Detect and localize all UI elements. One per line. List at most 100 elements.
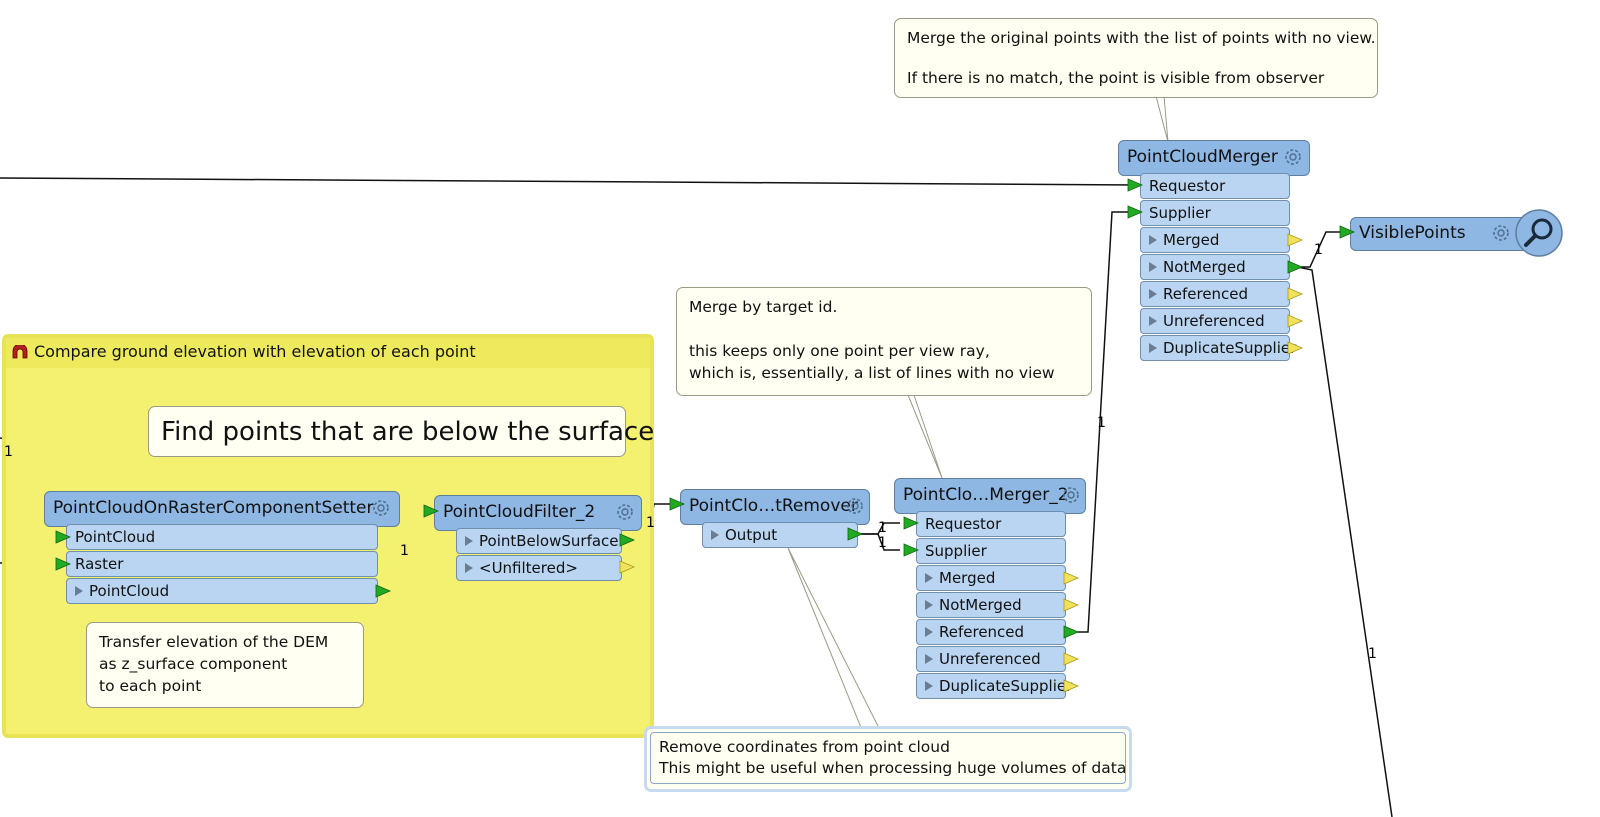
output-port-pointbelowsurface[interactable]: PointBelowSurface (456, 528, 622, 554)
unused-output-arrow-icon (1287, 287, 1304, 301)
wire-left-to-merger-requestor (0, 177, 1139, 186)
expand-triangle-icon (1149, 234, 1157, 245)
output-port-merged[interactable]: Merged (1140, 227, 1290, 253)
bookmark-icon (12, 345, 28, 359)
transformer-merger[interactable]: PointCloudMerger (1118, 140, 1310, 176)
feature-count-label: 1 (878, 535, 887, 551)
transformer-name: PointClo…tRemover (689, 496, 858, 516)
note-merge-target-id[interactable]: Merge by target id. this keeps only one … (676, 287, 1092, 396)
unused-output-arrow-icon (1063, 571, 1080, 585)
note-remove-coordinates[interactable]: Remove coordinates from point cloud This… (644, 726, 1132, 792)
input-port-pointcloud[interactable]: PointCloud (66, 524, 378, 550)
note-merger-explanation[interactable]: Merge the original points with the list … (894, 18, 1378, 98)
expand-triangle-icon (465, 535, 473, 546)
output-port-unfiltered[interactable]: <Unfiltered> (456, 555, 622, 581)
unused-output-arrow-icon (1287, 341, 1304, 355)
input-arrow-icon (1339, 225, 1356, 239)
transformer-header[interactable]: PointCloudOnRasterComponentSetter (44, 491, 400, 527)
expand-triangle-icon (1149, 342, 1157, 353)
feature-count-label: 1 (646, 515, 655, 531)
transformer-header[interactable]: PointCloudMerger (1118, 140, 1310, 176)
output-port-output[interactable]: Output (702, 522, 858, 548)
transformer-filter[interactable]: PointCloudFilter_2 (434, 495, 642, 531)
writer-name: VisiblePoints (1359, 223, 1466, 243)
writer-header[interactable]: VisiblePoints (1350, 217, 1530, 251)
unused-output-arrow-icon (1287, 233, 1304, 247)
unused-output-arrow-icon (1287, 314, 1304, 328)
transformer-header[interactable]: PointClo…tRemover (680, 489, 870, 525)
transformer-remover[interactable]: PointClo…tRemover (680, 489, 870, 525)
feature-count-label: 1 (1097, 415, 1106, 431)
input-arrow-icon (55, 530, 72, 544)
wire-remover-to-merger2-supplier (860, 533, 900, 551)
output-port-notmerged[interactable]: NotMerged (916, 592, 1066, 618)
transformer-name: PointCloudMerger (1127, 147, 1278, 167)
note-text-line: This might be useful when processing hug… (659, 759, 1127, 777)
writer-visiblepoints[interactable]: VisiblePoints (1350, 217, 1530, 251)
expand-triangle-icon (75, 585, 83, 596)
feature-count-label: 1 (4, 444, 13, 460)
wire-notmerged-to-visiblepoints (1298, 231, 1344, 268)
gear-icon[interactable] (1060, 484, 1082, 506)
note-text-line: this keeps only one point per view ray, (689, 342, 990, 360)
transformer-name: PointClo…Merger_2 (903, 485, 1069, 505)
expand-triangle-icon (711, 529, 719, 540)
gear-icon[interactable] (370, 497, 392, 519)
gear-icon[interactable] (1490, 222, 1512, 244)
input-port-requestor[interactable]: Requestor (1140, 173, 1290, 199)
note-text-line: as z_surface component (99, 655, 288, 673)
output-port-unreferenced[interactable]: Unreferenced (1140, 308, 1290, 334)
output-port-unreferenced[interactable]: Unreferenced (916, 646, 1066, 672)
input-port-supplier[interactable]: Supplier (916, 538, 1066, 564)
output-port-referenced[interactable]: Referenced (916, 619, 1066, 645)
output-port-notmerged[interactable]: NotMerged (1140, 254, 1290, 280)
output-port-merged[interactable]: Merged (916, 565, 1066, 591)
output-arrow-icon (375, 584, 392, 598)
unused-output-arrow-icon (1063, 679, 1080, 693)
note-text-line: Transfer elevation of the DEM (99, 633, 329, 651)
gear-icon[interactable] (614, 501, 636, 523)
input-port-requestor[interactable]: Requestor (916, 511, 1066, 537)
transformer-name: PointCloudFilter_2 (443, 502, 596, 522)
transformer-merger-2[interactable]: PointClo…Merger_2 (894, 478, 1086, 514)
transformer-header[interactable]: PointCloudFilter_2 (434, 495, 642, 531)
feature-count-label: 1 (1368, 646, 1377, 662)
input-arrow-icon (903, 543, 920, 557)
note-text-line: If there is no match, the point is visib… (907, 69, 1325, 87)
expand-triangle-icon (1149, 261, 1157, 272)
note-text-line: Merge by target id. (689, 298, 838, 316)
input-port-raster[interactable]: Raster (66, 551, 378, 577)
unused-output-arrow-icon (1063, 598, 1080, 612)
output-arrow-icon (847, 527, 864, 541)
output-arrow-icon (619, 533, 636, 547)
transformer-setter[interactable]: PointCloudOnRasterComponentSetter (44, 491, 400, 527)
note-text-line: which is, essentially, a list of lines w… (689, 364, 1055, 382)
expand-triangle-icon (925, 572, 933, 583)
note-text-line: to each point (99, 677, 202, 695)
wire-referenced-to-merger-supplier (1076, 211, 1130, 633)
output-port-pointcloud[interactable]: PointCloud (66, 578, 378, 604)
output-port-duplicatesupplier[interactable]: DuplicateSupplier (916, 673, 1072, 699)
expand-triangle-icon (925, 626, 933, 637)
output-arrow-icon (1287, 260, 1304, 274)
note-text-line: Remove coordinates from point cloud (659, 738, 950, 756)
input-port-supplier[interactable]: Supplier (1140, 200, 1290, 226)
feature-count-label: 1 (400, 543, 409, 559)
output-port-referenced[interactable]: Referenced (1140, 281, 1290, 307)
note-transfer-elevation[interactable]: Transfer elevation of the DEM as z_surfa… (86, 622, 364, 708)
expand-triangle-icon (1149, 288, 1157, 299)
output-arrow-icon (1063, 625, 1080, 639)
input-arrow-icon (423, 504, 440, 518)
output-port-duplicatesupplier[interactable]: DuplicateSupplier (1140, 335, 1296, 361)
expand-triangle-icon (925, 653, 933, 664)
wire-notmerged-down (1297, 266, 1393, 817)
inspect-magnifier-icon[interactable] (1514, 208, 1564, 258)
gear-icon[interactable] (844, 495, 866, 517)
feature-count-label: 1 (878, 520, 887, 536)
bookmark-header[interactable]: Compare ground elevation with elevation … (6, 338, 650, 368)
expand-triangle-icon (465, 562, 473, 573)
unused-output-arrow-icon (1063, 652, 1080, 666)
gear-icon[interactable] (1282, 146, 1304, 168)
note-find-points[interactable]: Find points that are below the surface (148, 406, 654, 457)
